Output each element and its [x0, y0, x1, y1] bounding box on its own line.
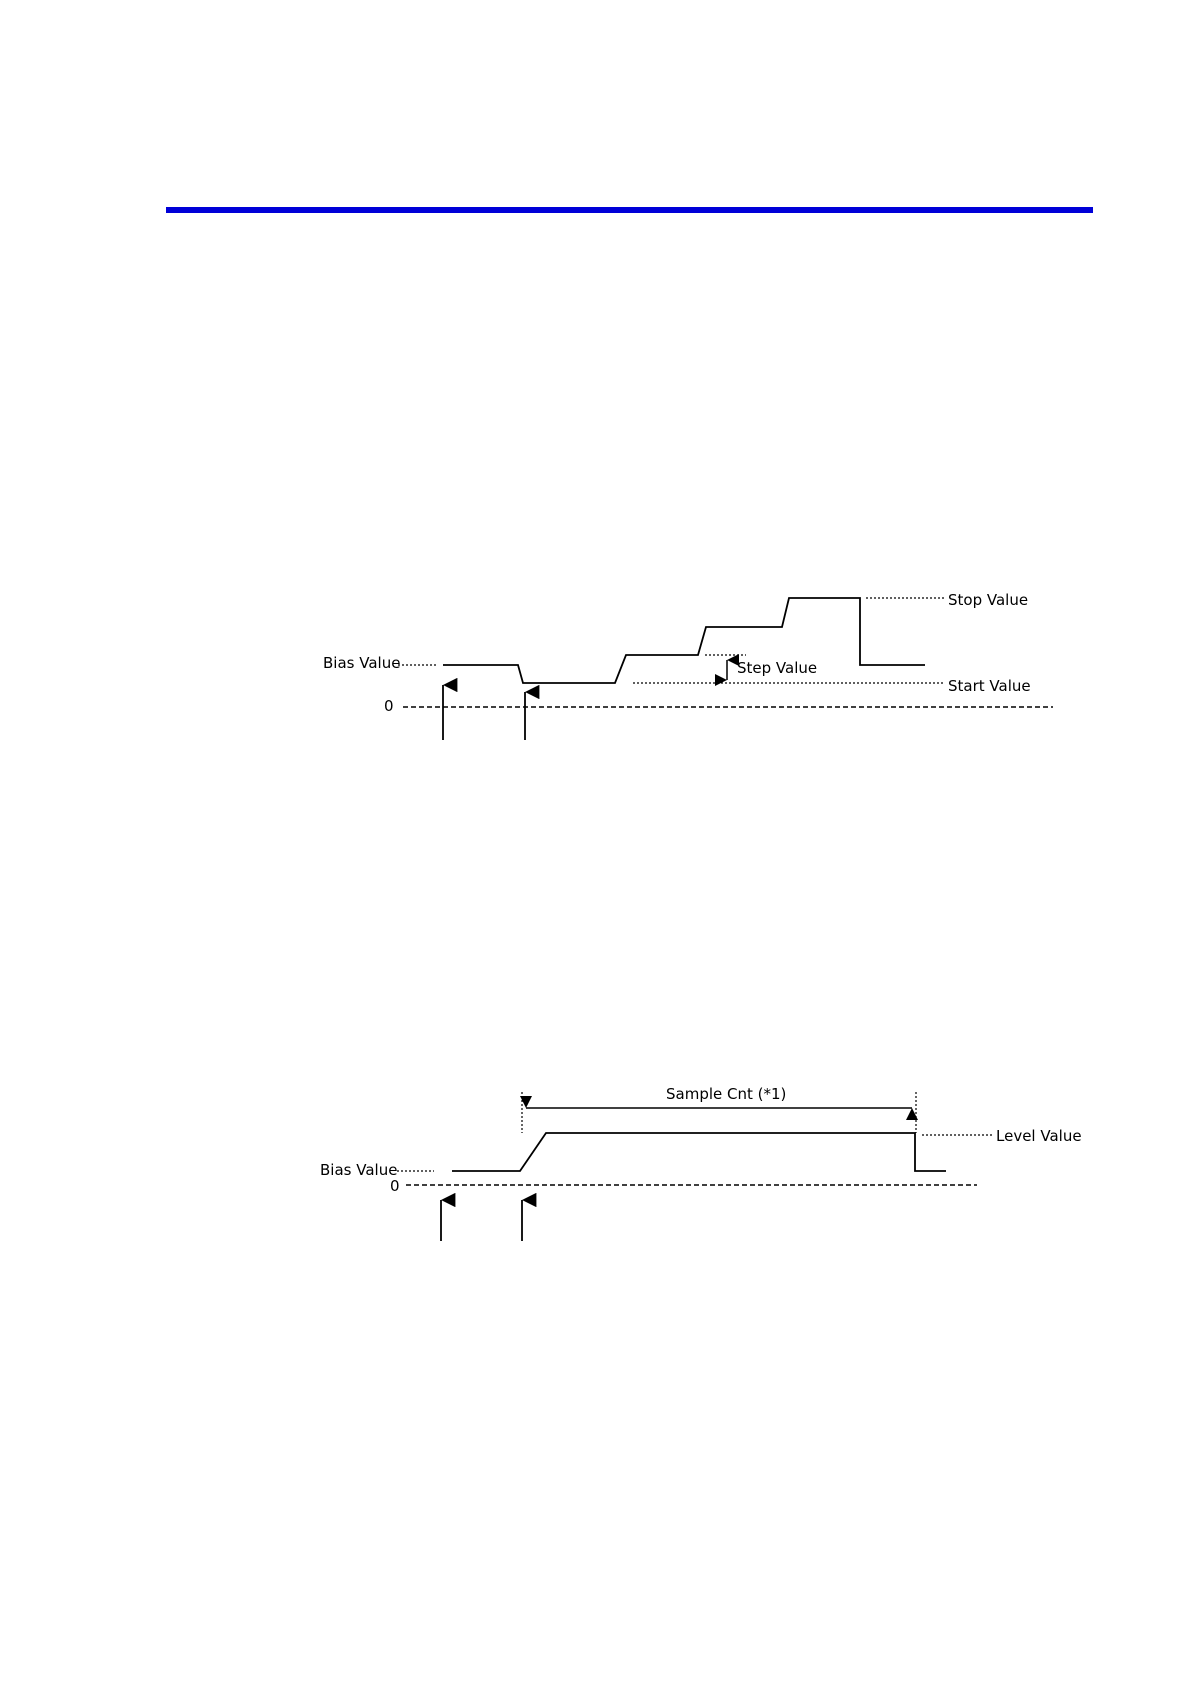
step-value-label: Step Value	[737, 659, 817, 677]
pulse-zero-label: 0	[390, 1177, 400, 1195]
stop-value-label: Stop Value	[948, 591, 1028, 609]
sample-cnt-label: Sample Cnt (*1)	[666, 1085, 786, 1103]
sweep-waveform-line	[443, 598, 925, 683]
pulse-bias-label: Bias Value	[320, 1161, 397, 1179]
sweep-waveform-diagram: Bias Value 0 Stop Value Step Value Start…	[0, 0, 1190, 800]
level-value-label: Level Value	[996, 1127, 1082, 1145]
pulse-waveform-line	[452, 1133, 946, 1171]
sweep-bias-label: Bias Value	[323, 654, 400, 672]
sweep-zero-label: 0	[384, 697, 394, 715]
start-value-label: Start Value	[948, 677, 1031, 695]
